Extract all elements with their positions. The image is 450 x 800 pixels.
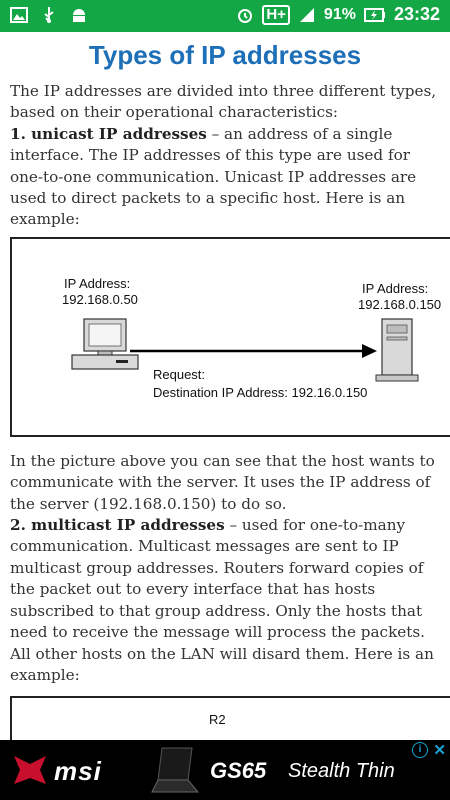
request-label: Request:: [153, 366, 206, 382]
server-ip-value: 192.168.0.150: [358, 296, 442, 312]
router-shape: [12, 698, 450, 740]
ad-brand: msi: [54, 756, 102, 786]
multicast-diagram: R2: [10, 696, 450, 740]
destination-label: Destination IP Address: 192.16.0.150: [153, 384, 368, 400]
network-type: H+: [262, 4, 290, 25]
close-icon[interactable]: ✕: [433, 742, 446, 759]
after-figure-paragraph: In the picture above you can see that th…: [10, 451, 435, 513]
host-ip-value: 192.168.0.50: [62, 291, 138, 307]
multicast-text: – used for one-to-many communication. Mu…: [10, 516, 434, 684]
article[interactable]: Types of IP addresses The IP addresses a…: [0, 32, 450, 740]
status-bar: H+ 91% 23:32: [0, 0, 450, 32]
battery-percent: 91%: [323, 5, 356, 23]
arrow-head: [362, 343, 377, 358]
android-icon: [73, 9, 85, 22]
unicast-heading: 1. unicast IP addresses: [10, 124, 207, 143]
multicast-heading: 2. multicast IP addresses: [10, 516, 225, 535]
signal-icon: [299, 7, 314, 22]
host-ip-label: IP Address:: [64, 275, 131, 291]
usb-icon: [44, 7, 54, 23]
unicast-paragraph: 1. unicast IP addresses – an address of …: [10, 124, 440, 231]
unicast-diagram-graphics: [71, 318, 419, 382]
laptop-image: [151, 747, 200, 793]
ad-tagline: Stealth Thin: [288, 760, 395, 782]
ad-banner[interactable]: msi GS65 Stealth Thin i ✕: [0, 740, 450, 800]
multicast-paragraph: 2. multicast IP addresses – used for one…: [10, 515, 440, 686]
router-label: R2: [209, 712, 226, 728]
msi-dragon-icon: [14, 756, 46, 784]
clock: 23:32: [393, 4, 440, 24]
alarm-icon: [238, 8, 253, 23]
server-ip-label: IP Address:: [362, 280, 429, 296]
host-computer-icon: [71, 318, 139, 370]
page-title: Types of IP addresses: [88, 40, 362, 70]
unicast-text: – an address of a single interface. The …: [10, 124, 417, 229]
server-icon: [375, 318, 419, 382]
intro-paragraph: The IP addresses are divided into three …: [10, 82, 437, 122]
info-icon[interactable]: i: [412, 742, 428, 758]
unicast-diagram: IP Address: 192.168.0.50 IP Address: 192…: [10, 236, 450, 437]
ad-model: GS65: [210, 758, 267, 783]
battery-charging-icon: [363, 7, 385, 22]
gallery-icon: [10, 7, 28, 23]
